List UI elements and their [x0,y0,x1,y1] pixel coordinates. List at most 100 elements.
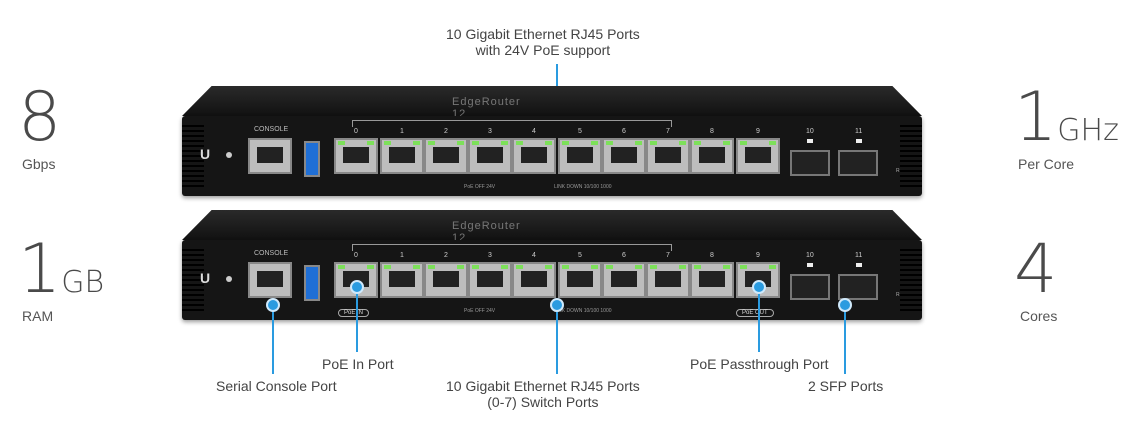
callout-sfp: 2 SFP Ports [808,378,884,394]
cpu-value: 1 [1014,78,1058,157]
sfp-port-10[interactable] [790,274,830,300]
vent-left [182,246,204,314]
poe-bracket [352,244,672,251]
ethernet-port-2[interactable] [424,262,468,298]
serial-dot [266,298,280,312]
console-port[interactable] [248,138,292,174]
ethernet-port-4[interactable] [512,138,556,174]
ethernet-port-8[interactable] [690,262,734,298]
cores-value: 4 [1014,230,1058,309]
legend-poe: PoE OFF 24V [464,184,496,190]
cpu-stat: 1GHz Per Core [1014,84,1119,173]
poe-pass-line [758,290,760,352]
ethernet-port-0[interactable] [334,138,378,174]
sfp-led [856,139,862,143]
port-number: 8 [710,128,714,135]
callout-poe-in: PoE In Port [322,356,394,372]
console-label: CONSOLE [254,126,289,133]
port-number: 2 [444,252,448,259]
port-number: 10 [806,252,814,259]
ethernet-port-1[interactable] [380,262,424,298]
port-number: 7 [666,252,670,259]
callout-switch: 10 Gigabit Ethernet RJ45 Ports (0-7) Swi… [446,378,640,410]
legend-poe: PoE OFF 24V [464,308,496,314]
sfp-port-11[interactable] [838,150,878,176]
port-number: 3 [488,128,492,135]
throughput-label: Gbps [22,156,56,172]
console-port[interactable] [248,262,292,298]
usb-port[interactable] [304,141,320,177]
ethernet-port-9[interactable] [736,138,780,174]
port-number: 1 [400,252,404,259]
chassis-top [182,86,922,116]
switch-line [556,306,558,374]
vent-right [900,122,922,190]
ethernet-port-8[interactable] [690,138,734,174]
sfp-led [807,263,813,267]
poe-bracket [352,120,672,127]
callout-top-line2: with 24V PoE support [475,42,611,58]
ethernet-port-7[interactable] [646,138,690,174]
port-number: 6 [622,128,626,135]
console-label: CONSOLE [254,250,289,257]
ethernet-port-1[interactable] [380,138,424,174]
ram-value: 1 [18,230,62,309]
throughput-stat: 8 Gbps [18,78,62,173]
port-number: 3 [488,252,492,259]
port-number: 0 [354,252,358,259]
power-led [226,276,232,282]
front-panel: U CONSOLE 0 1 2 3 4 5 6 7 8 9 PoE IN PoE… [182,240,922,320]
vent-right [900,246,922,314]
poe-out-tag: PoE OUT [736,309,774,317]
port-number: 2 [444,128,448,135]
ethernet-port-6[interactable] [602,262,646,298]
legend-link: LINK DOWN 10/100 1000 [554,184,612,190]
sfp-dot [838,298,852,312]
ethernet-port-3[interactable] [468,262,512,298]
port-number: 5 [578,128,582,135]
ethernet-port-4[interactable] [512,262,556,298]
callout-switch-line1: 10 Gigabit Ethernet RJ45 Ports [446,378,640,394]
sfp-line [844,306,846,374]
callout-poe-pass: PoE Passthrough Port [690,356,829,372]
port-number: 6 [622,252,626,259]
ethernet-port-2[interactable] [424,138,468,174]
callout-top: 10 Gigabit Ethernet RJ45 Ports with 24V … [446,26,640,58]
cpu-label: Per Core [1018,156,1075,172]
ram-label: RAM [22,308,54,324]
ethernet-port-5[interactable] [558,138,602,174]
sfp-port-10[interactable] [790,150,830,176]
cores-stat: 4 Cores [1014,230,1058,325]
serial-line [272,306,274,374]
throughput-value: 8 [18,78,62,157]
ethernet-port-6[interactable] [602,138,646,174]
switch-dot [550,298,564,312]
port-number: 0 [354,128,358,135]
poe-in-tag: PoE IN [338,309,370,317]
poe-in-dot [350,280,364,294]
ethernet-port-7[interactable] [646,262,690,298]
ram-unit: GB [61,265,105,300]
poe-in-line [356,290,358,352]
callout-top-line1: 10 Gigabit Ethernet RJ45 Ports [446,26,640,42]
chassis-top [182,210,922,240]
ethernet-port-3[interactable] [468,138,512,174]
usb-port[interactable] [304,265,320,301]
port-number: 7 [666,128,670,135]
sfp-led [807,139,813,143]
ubiquiti-logo-icon: U [200,146,211,162]
front-panel: U CONSOLE 0 1 2 3 4 5 6 7 8 9 10 11 PoE … [182,116,922,196]
port-number: 5 [578,252,582,259]
ram-stat: 1GB RAM [18,236,105,325]
port-number: 9 [756,128,760,135]
legend-link: LINK DOWN 10/100 1000 [554,308,612,314]
ubiquiti-logo-icon: U [200,270,211,286]
port-number: 11 [855,252,863,259]
sfp-port-11[interactable] [838,274,878,300]
callout-switch-line2: (0-7) Switch Ports [487,394,599,410]
port-number: 8 [710,252,714,259]
port-number: 9 [756,252,760,259]
vent-left [182,122,204,190]
port-number: 1 [400,128,404,135]
ethernet-port-5[interactable] [558,262,602,298]
